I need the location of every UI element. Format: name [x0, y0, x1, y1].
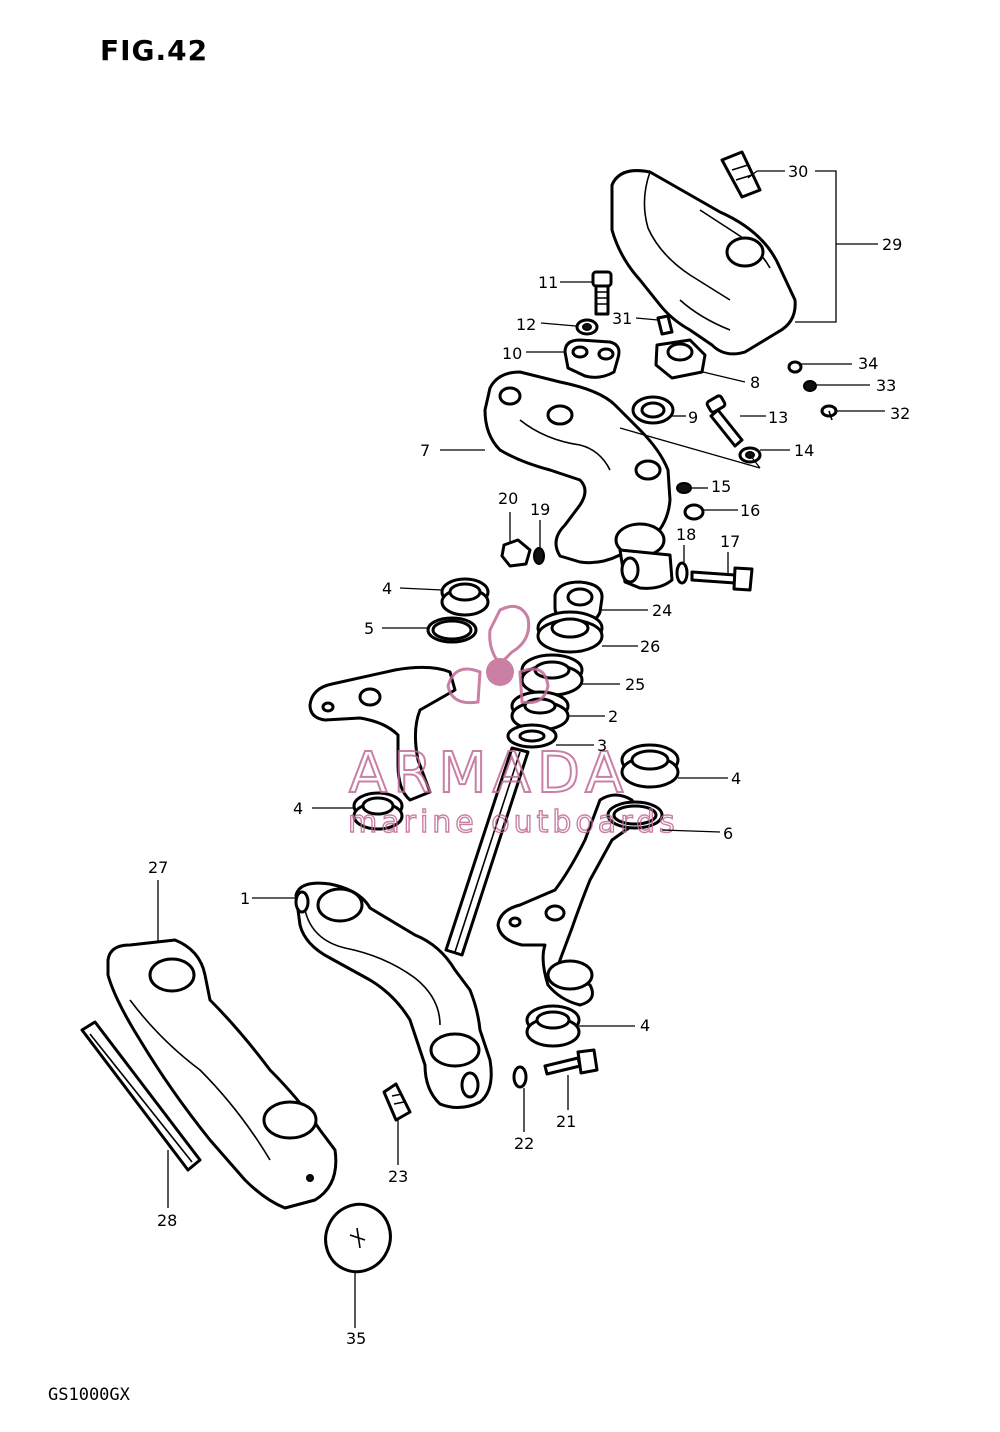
lower-cover-part-27 [106, 938, 338, 1210]
callout-34: 34 [858, 354, 878, 373]
callout-10: 10 [502, 344, 522, 363]
callout-4-lower-left: 4 [293, 799, 303, 818]
bolt-part-11 [591, 270, 613, 316]
callout-29: 29 [882, 235, 902, 254]
left-headlight-bracket [308, 665, 457, 802]
callout-15: 15 [711, 477, 731, 496]
callout-20: 20 [498, 489, 518, 508]
washer-part-22 [512, 1065, 528, 1089]
callout-24: 24 [652, 601, 672, 620]
callout-5: 5 [364, 619, 374, 638]
callout-22: 22 [514, 1134, 534, 1153]
steering-stem-part-1 [294, 746, 530, 1109]
watermark-tagline: marine outboards [348, 805, 679, 840]
cap-nut-part-20 [500, 538, 532, 568]
callout-4-lower-right: 4 [640, 1016, 650, 1035]
watermark: ARMADA marine outboards [347, 604, 679, 841]
label-plate-part-23 [382, 1082, 412, 1122]
cap-part-35 [324, 1202, 392, 1274]
fork-spacer-part-4-lower-left [352, 791, 404, 831]
figure-title: FIG.42 [100, 34, 209, 67]
callout-1: 1 [240, 889, 250, 908]
leader-lines [157, 170, 885, 1328]
callout-13: 13 [768, 408, 788, 427]
callout-7: 7 [420, 441, 430, 460]
fork-spacer-part-4-lower-right [525, 1004, 581, 1048]
bolt-part-21 [543, 1048, 599, 1076]
callout-4-upper-left: 4 [382, 579, 392, 598]
nut-part-16 [683, 503, 705, 521]
handlebar-clamp-part-10 [563, 338, 621, 379]
watermark-brand: ARMADA [349, 741, 629, 806]
cushion-ring-part-6 [606, 800, 664, 830]
callout-28: 28 [157, 1211, 177, 1230]
dust-seal-part-3 [506, 723, 558, 749]
callout-3: 3 [597, 736, 607, 755]
callout-6: 6 [723, 824, 733, 843]
callout-17: 17 [720, 532, 740, 551]
callout-26: 26 [640, 637, 660, 656]
grommet-part-33 [803, 380, 817, 392]
bolt-part-13 [705, 394, 744, 448]
callout-labels: 30 29 11 12 31 10 8 34 33 32 9 13 7 14 1… [148, 162, 910, 1348]
bolt-part-17 [690, 566, 754, 592]
steering-nut-part-8 [654, 338, 707, 380]
bearing-part-2 [510, 690, 570, 732]
washer-part-34 [787, 360, 803, 374]
callout-23: 23 [388, 1167, 408, 1186]
callout-25: 25 [625, 675, 645, 694]
reflector-part-28 [80, 1020, 202, 1172]
washer-part-26 [536, 610, 604, 654]
fork-spacer-part-4-upper-right [620, 743, 680, 789]
callout-21: 21 [556, 1112, 576, 1131]
handlebar-cover-part-29 [610, 169, 797, 356]
callout-31: 31 [612, 309, 632, 328]
callout-16: 16 [740, 501, 760, 520]
callout-35: 35 [346, 1329, 366, 1348]
fork-spacer-part-4-upper-left [440, 577, 490, 617]
washer-part-12 [575, 318, 599, 336]
screw-part-32 [820, 404, 838, 421]
callout-8: 8 [750, 373, 760, 392]
cushion-ring-part-5 [426, 616, 478, 644]
washer-part-15 [676, 482, 692, 494]
washer-part-9 [631, 395, 675, 425]
callout-32: 32 [890, 404, 910, 423]
callout-19: 19 [530, 500, 550, 519]
callout-2: 2 [608, 707, 618, 726]
upper-bracket-part-7 [483, 370, 674, 590]
washer-part-19 [533, 547, 545, 565]
model-code: GS1000GX [48, 1385, 130, 1405]
callout-27: 27 [148, 858, 168, 877]
right-headlight-bracket [496, 793, 642, 1007]
callout-9: 9 [688, 408, 698, 427]
callout-18: 18 [676, 525, 696, 544]
clip-part-31 [656, 314, 674, 336]
callout-14: 14 [794, 441, 814, 460]
callout-4-upper-right: 4 [731, 769, 741, 788]
callout-11: 11 [538, 273, 558, 292]
callout-33: 33 [876, 376, 896, 395]
washer-part-18 [675, 561, 689, 585]
callout-30: 30 [788, 162, 808, 181]
bearing-race-part-25 [520, 653, 584, 697]
callout-12: 12 [516, 315, 536, 334]
emblem-part-30 [720, 150, 762, 199]
